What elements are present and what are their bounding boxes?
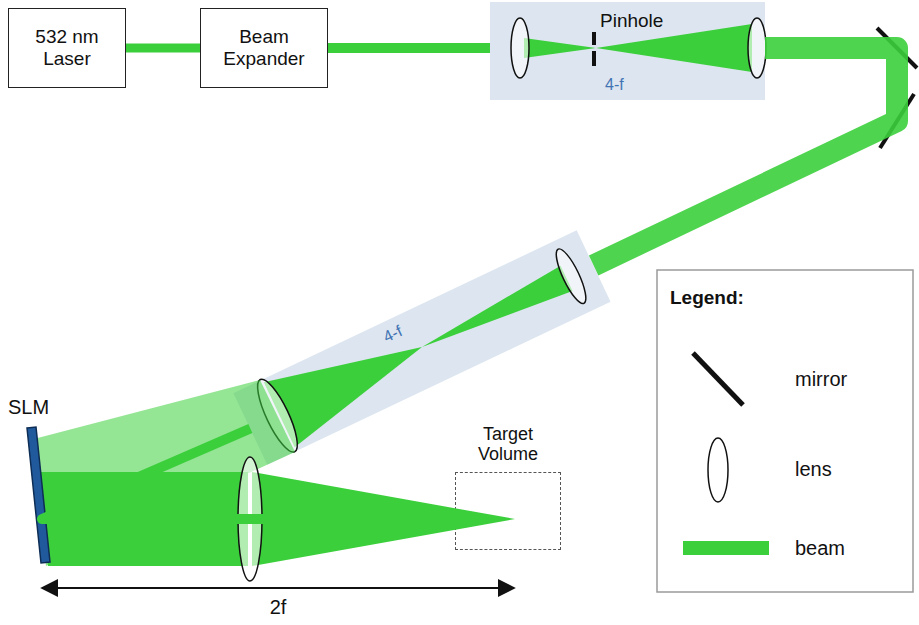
pinhole [592, 51, 596, 66]
beam-connector [126, 44, 200, 53]
beam-cone [596, 24, 752, 72]
relay-optics [250, 237, 595, 457]
legend-label: mirror [795, 368, 847, 391]
beam-connector [42, 428, 455, 519]
laser-box: 532 nm Laser [8, 8, 126, 88]
band-label: 4-f [381, 322, 406, 347]
legend-swatch [708, 438, 728, 502]
legend-label: lens [795, 458, 832, 481]
beam-connector [594, 48, 897, 266]
box-label: 532 nm Laser [19, 26, 115, 70]
part-label: SLM [8, 396, 49, 419]
lens [748, 18, 766, 78]
beam-connector [328, 43, 490, 53]
slm [27, 427, 50, 563]
legend-label: beam [795, 537, 845, 560]
legend-swatch [683, 541, 769, 555]
legend-box [657, 270, 913, 592]
dimension-arrow [42, 587, 514, 589]
part-label: Pinhole [600, 10, 663, 32]
target-volume: Target Volume [455, 472, 561, 550]
target-label: Target Volume [462, 424, 554, 465]
expander-box: Beam Expander [200, 8, 328, 88]
dimension-label: 2f [270, 596, 287, 619]
box-label: Beam Expander [210, 26, 318, 70]
beam-cone [524, 38, 596, 58]
lens [551, 246, 591, 307]
beam-cone [416, 266, 573, 360]
band-label: 4-f [605, 76, 624, 94]
legend-title: Legend: [670, 287, 744, 309]
lens [511, 18, 529, 78]
legend-swatch [693, 353, 743, 405]
pinhole [592, 32, 596, 45]
